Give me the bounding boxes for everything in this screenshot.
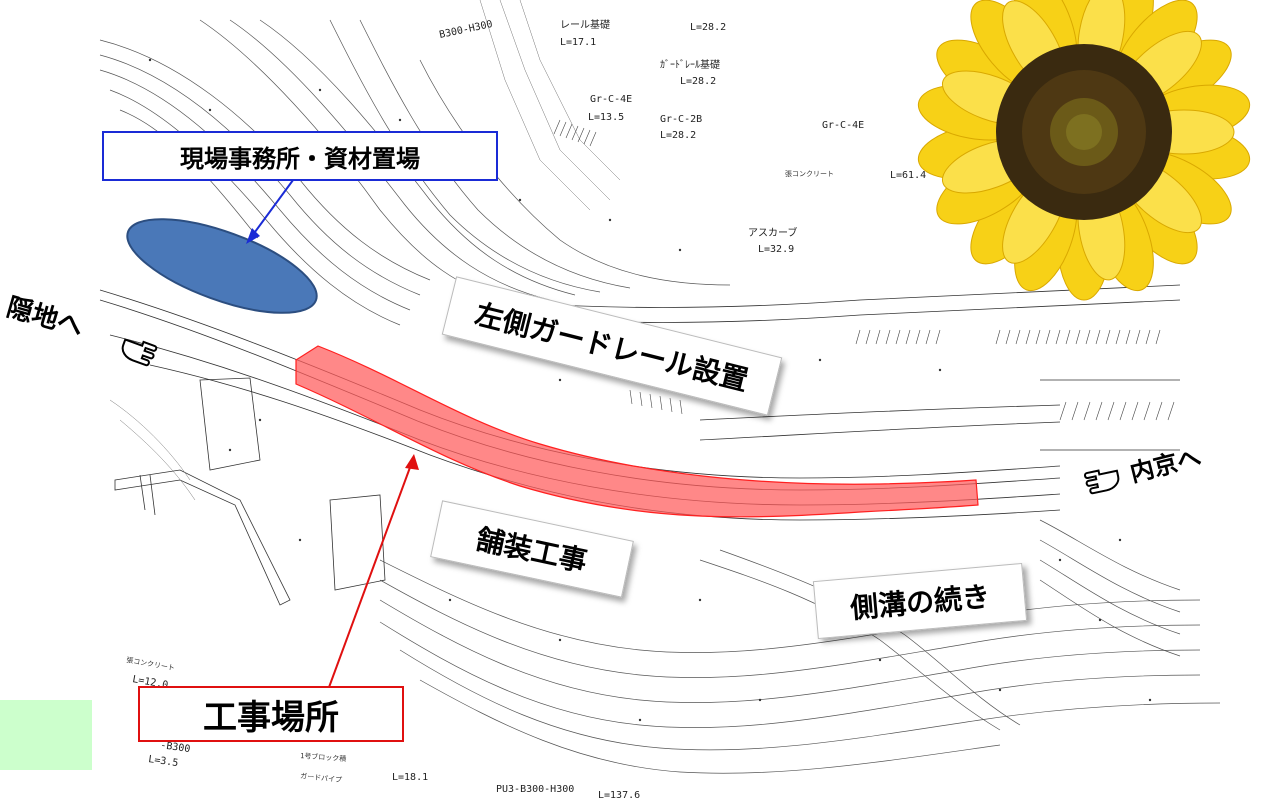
annot-block: 1号ブロック積	[300, 751, 347, 763]
worksite-callout: 工事場所	[138, 686, 404, 742]
worksite-arrowhead	[405, 454, 419, 470]
annot-l-28-2-low: L=28.2	[660, 130, 696, 141]
worksite-label: 工事場所	[203, 697, 339, 738]
annot-l-13-5: L=13.5	[588, 112, 624, 123]
annot-guard-pipe: ガードパイプ	[300, 771, 343, 784]
left-structures	[109, 377, 386, 606]
annot-l-18-1: L=18.1	[392, 772, 428, 783]
annot-grc4e-1: Gr-C-4E	[590, 94, 632, 105]
annot-b300-h300: B300-H300	[438, 19, 493, 41]
slope-hatches	[553, 119, 1175, 421]
annot-grc4e-2: Gr-C-4E	[822, 120, 864, 131]
sunflower-image	[917, 0, 1251, 301]
office-yard-label: 現場事務所・資材置場	[180, 144, 420, 173]
plan-annotations: L=28.2 レール基礎 L=17.1 B300-H300 ｶﾞｰﾄﾞﾚｰﾙ基礎…	[126, 18, 926, 799]
hand-pointer-icon	[1084, 469, 1120, 495]
annot-concrete-pave-2: 張コンクリート	[126, 656, 176, 672]
annot-ascurve: アスカーブ	[748, 226, 797, 239]
office-yard-callout: 現場事務所・資材置場	[102, 131, 498, 181]
annot-grc2b: Gr-C-2B	[660, 114, 702, 125]
annot-guardrail-foundation-1: レール基礎	[560, 18, 610, 31]
worksite-arrow	[327, 461, 413, 691]
office-yard-arrowhead	[246, 228, 260, 244]
office-yard-arrow	[251, 175, 297, 237]
office-yard-area	[126, 218, 318, 314]
annot-l-17-1: L=17.1	[560, 37, 596, 48]
annot-l-3-5: L=3.5	[148, 754, 179, 769]
annot-guardrail-foundation-2: ｶﾞｰﾄﾞﾚｰﾙ基礎	[660, 58, 720, 71]
leader-arrows	[246, 175, 419, 691]
annot-l-32-9: L=32.9	[758, 244, 794, 255]
annot-l-61-4: L=61.4	[890, 170, 926, 181]
hand-pointer-icon	[121, 338, 158, 367]
annot-pu3: PU3-B300-H300	[496, 784, 574, 795]
survey-points	[148, 58, 1152, 722]
work-zone-highlight	[295, 345, 979, 518]
annot-concrete-pave: 張コンクリート	[785, 170, 834, 178]
annot-l-28-2-top: L=28.2	[690, 22, 726, 33]
annot-b300-2: -B300	[160, 740, 191, 755]
annot-l-28-2-mid: L=28.2	[680, 76, 716, 87]
side-ditch-label: 側溝の続き	[848, 579, 992, 626]
green-highlight-box	[0, 700, 92, 770]
contour-lines-lower	[379, 519, 1221, 774]
annot-l-137: L=137.6	[598, 790, 640, 799]
